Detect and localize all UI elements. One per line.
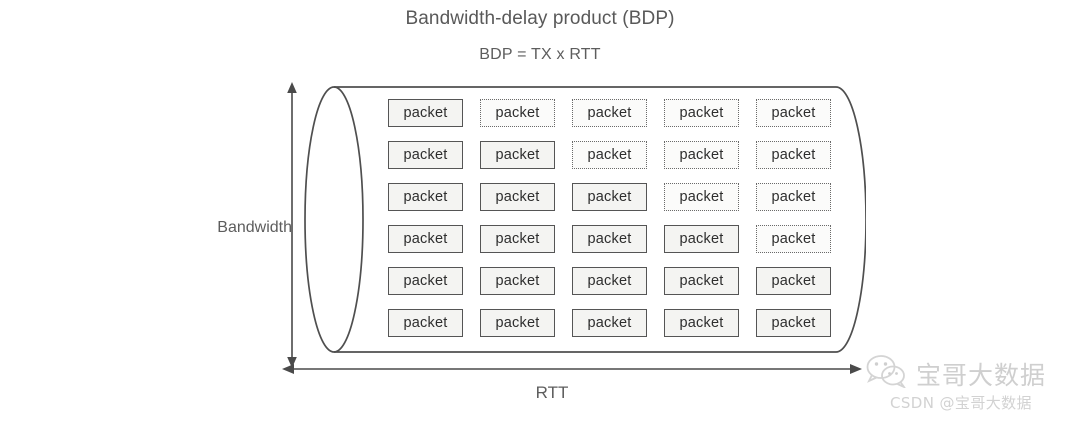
bandwidth-axis-arrow [282, 82, 302, 373]
packet-cell: packet [756, 309, 831, 337]
packet-cell: packet [388, 309, 463, 337]
packet-cell: packet [572, 99, 647, 127]
packet-cell: packet [480, 141, 555, 169]
packet-cell: packet [756, 267, 831, 295]
packet-cell: packet [756, 225, 831, 253]
watermark-attribution: CSDN @宝哥大数据 [890, 394, 1032, 412]
packet-cell: packet [388, 141, 463, 169]
packet-cell: packet [756, 183, 831, 211]
packet-cell: packet [388, 183, 463, 211]
packet-cell: packet [572, 141, 647, 169]
packet-cell: packet [756, 141, 831, 169]
rtt-axis-label: RTT [535, 383, 569, 402]
packet-cell: packet [480, 99, 555, 127]
packet-cell: packet [664, 309, 739, 337]
packet-cell: packet [480, 267, 555, 295]
wechat-bubbles-icon [866, 354, 908, 393]
packet-cell: packet [664, 267, 739, 295]
bandwidth-axis-label: Bandwidth [217, 219, 292, 236]
packet-cell: packet [480, 225, 555, 253]
packet-cell: packet [756, 99, 831, 127]
packet-cell: packet [572, 309, 647, 337]
figure-title: Bandwidth-delay product (BDP) [405, 8, 675, 29]
packet-cell: packet [664, 99, 739, 127]
figure-subtitle: BDP = TX x RTT [479, 46, 601, 63]
packet-cell: packet [664, 141, 739, 169]
packet-cell: packet [572, 225, 647, 253]
packet-cell: packet [572, 183, 647, 211]
packet-cell: packet [480, 183, 555, 211]
packet-cell: packet [664, 183, 739, 211]
packet-grid: packet packet packet packet packet packe… [388, 99, 831, 337]
packet-cell: packet [388, 225, 463, 253]
packet-cell: packet [480, 309, 555, 337]
packet-cell: packet [572, 267, 647, 295]
packet-cell: packet [664, 225, 739, 253]
watermark: 宝哥大数据 CSDN @宝哥大数据 [866, 352, 1080, 423]
rtt-axis-arrow [282, 362, 862, 381]
packet-cell: packet [388, 267, 463, 295]
packet-cell: packet [388, 99, 463, 127]
watermark-brand: 宝哥大数据 [916, 360, 1047, 390]
